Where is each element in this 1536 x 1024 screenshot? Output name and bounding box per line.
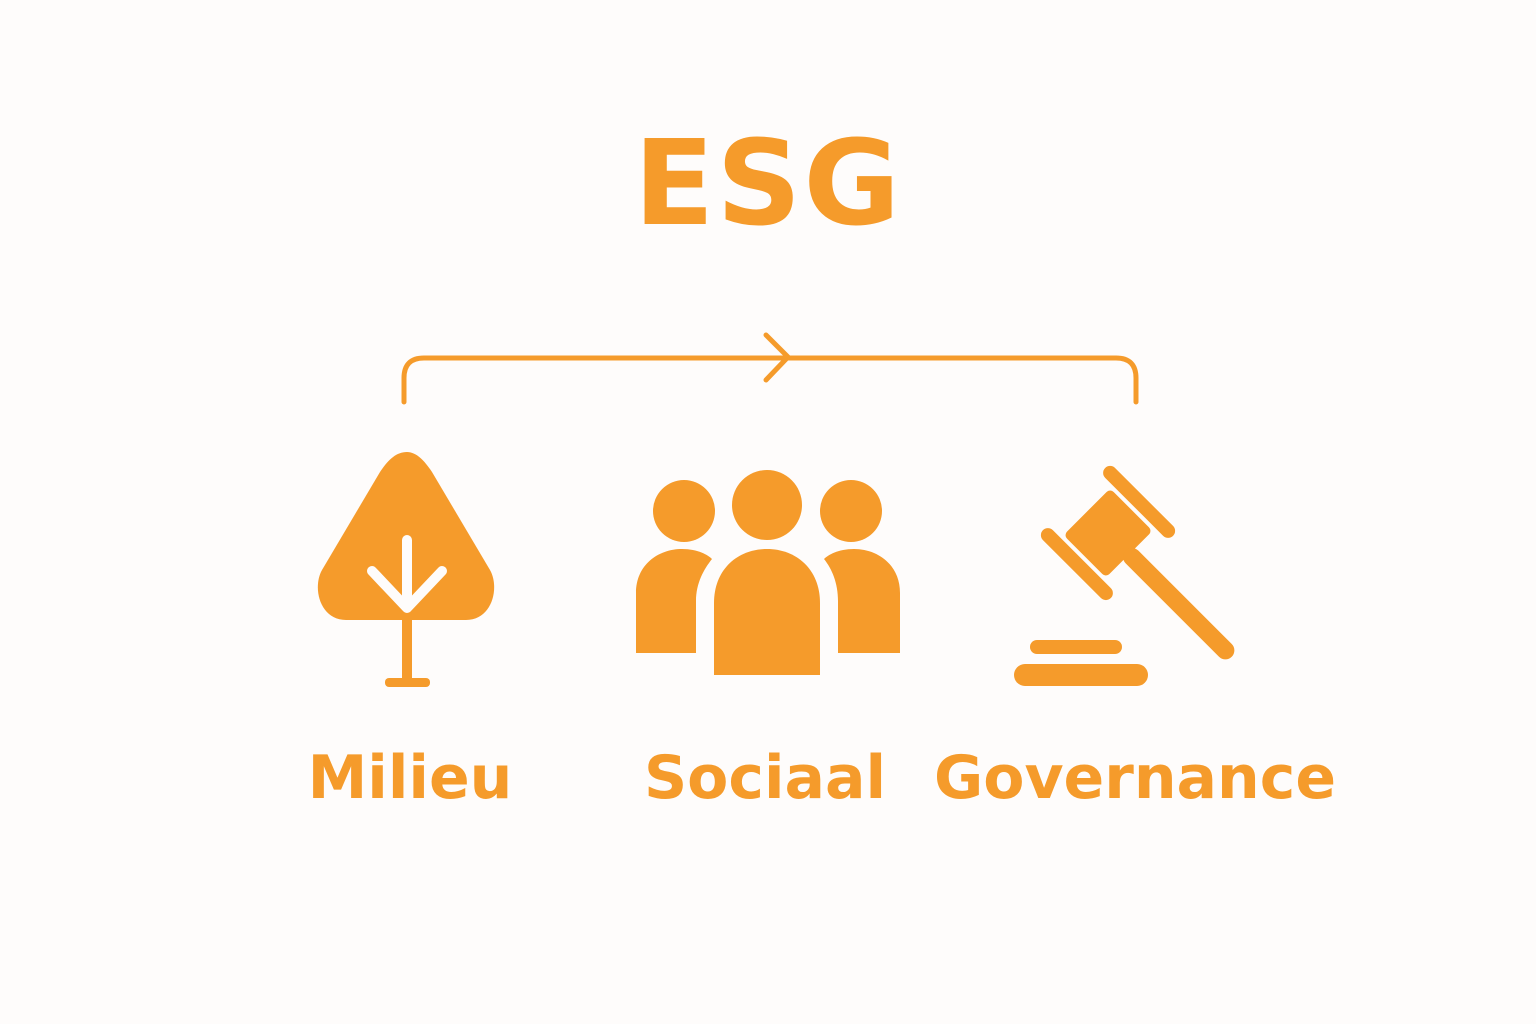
pillar-label-milieu: Milieu	[307, 743, 513, 813]
person-right-icon	[820, 480, 900, 653]
gavel-icon	[1014, 465, 1235, 686]
pillar-label-governance: Governance	[933, 743, 1337, 813]
people-group-icon	[636, 470, 900, 675]
person-left-icon	[636, 480, 715, 653]
arrow-down-icon	[367, 535, 447, 613]
arrow-right-icon	[763, 332, 791, 383]
pillar-label-sociaal: Sociaal	[643, 743, 887, 813]
bracket-connector	[401, 332, 1139, 405]
tree-icon	[317, 452, 495, 687]
diagram-title: ESG	[633, 114, 903, 252]
person-center-icon	[714, 470, 820, 675]
